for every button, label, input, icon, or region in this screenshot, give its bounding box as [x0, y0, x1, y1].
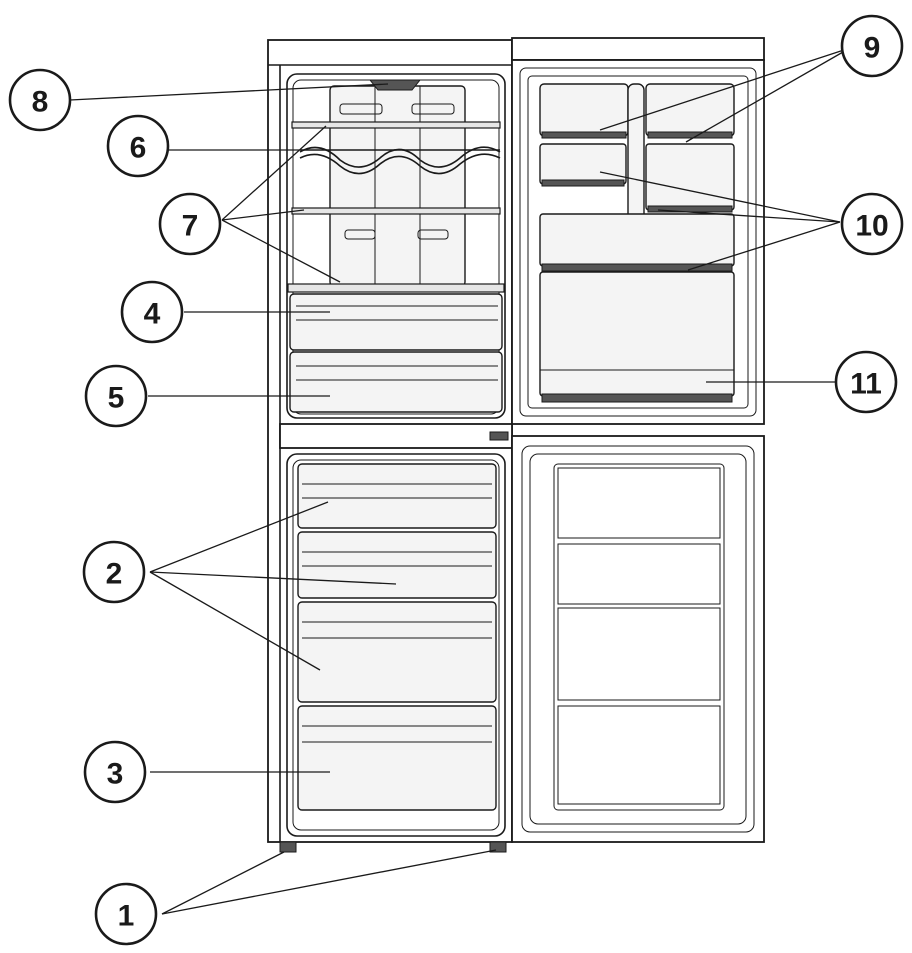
freezer-drawer-bottom: [297, 705, 497, 811]
interior-light: [368, 79, 422, 91]
door-shelf-upper-left: [539, 143, 627, 185]
callout-3: 3: [83, 740, 147, 804]
callout-6: 6: [106, 114, 170, 178]
callout-8: 8: [8, 68, 72, 132]
back-panel: [329, 85, 466, 287]
leader-lines: [69, 47, 851, 915]
callout-8-label: 8: [32, 86, 49, 119]
freezer-drawer-1: [297, 463, 497, 529]
callout-4-label: 4: [144, 298, 161, 331]
freezer-door: [511, 435, 765, 843]
callout-4: 4: [120, 280, 184, 344]
callout-5-label: 5: [108, 382, 125, 415]
callout-3-label: 3: [107, 758, 124, 791]
callout-11: 11: [834, 350, 898, 414]
bottle-shelf: [539, 271, 735, 397]
crisper-drawer-upper: [289, 293, 503, 351]
callout-11-label: 11: [850, 368, 882, 401]
door-shelf-middle: [539, 213, 735, 267]
callout-9-label: 9: [864, 32, 881, 65]
foot-left: [279, 841, 297, 853]
callout-1-label: 1: [118, 900, 135, 933]
fridge-door: [511, 37, 765, 425]
callout-7-label: 7: [182, 210, 199, 243]
callout-7: 7: [158, 192, 222, 256]
door-shelf-upper-right: [645, 143, 735, 211]
callout-2-label: 2: [106, 558, 123, 591]
crisper-cover: [287, 283, 505, 293]
glass-shelf-middle: [291, 207, 501, 215]
glass-shelf-upper: [291, 121, 501, 129]
callout-1: 1: [94, 882, 158, 946]
callout-6-label: 6: [130, 132, 147, 165]
foot-right: [489, 841, 507, 853]
freezer-compartment: [286, 453, 506, 837]
freezer-door-panel: [511, 435, 765, 843]
crisper-drawer-lower: [289, 351, 503, 413]
freezer-drawer-2: [297, 531, 497, 599]
callout-10: 10: [840, 192, 904, 256]
egg-tray-left: [539, 83, 629, 137]
callout-10-label: 10: [855, 210, 888, 243]
compartment-divider: [279, 423, 513, 449]
fridge-compartment: [286, 73, 506, 419]
callout-9: 9: [840, 14, 904, 78]
callout-5: 5: [84, 364, 148, 428]
callout-2: 2: [82, 540, 146, 604]
freezer-drawer-3: [297, 601, 497, 703]
fridge-door-top: [511, 37, 765, 61]
